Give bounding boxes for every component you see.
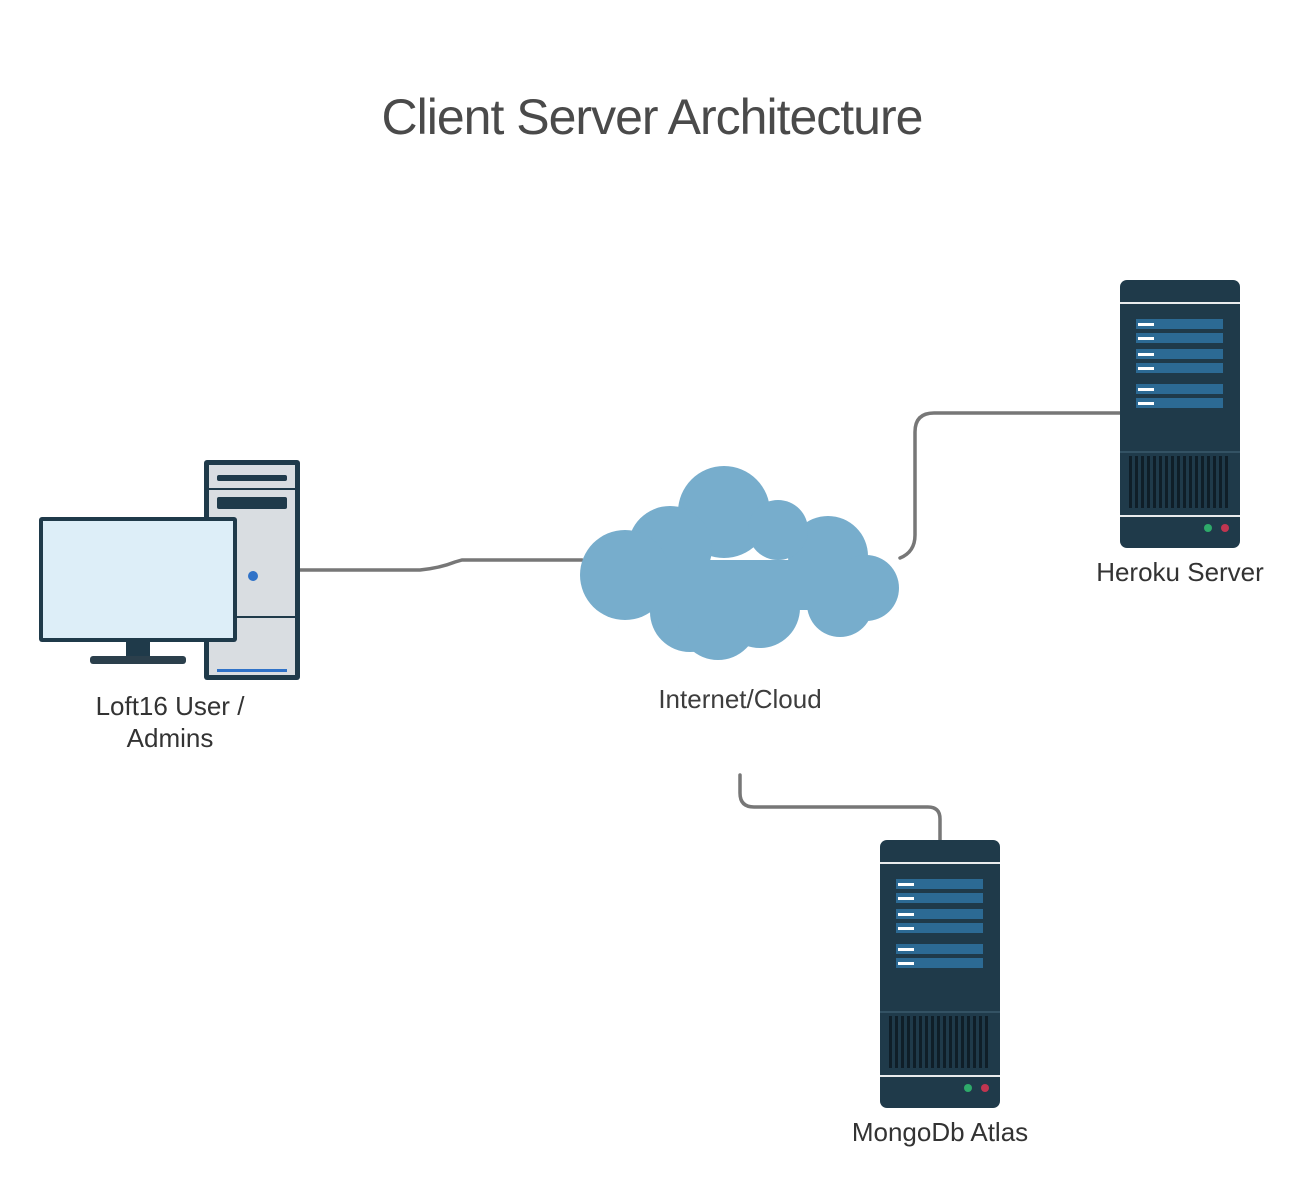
cloud-icon [580,466,899,660]
diagram-title: Client Server Architecture [381,89,924,145]
connector-cloud-heroku [898,411,1124,560]
client-computer-icon [39,460,300,680]
cloud-label: Internet/Cloud [658,684,822,714]
connector-client-cloud [298,558,584,572]
heroku-server-icon [1120,280,1240,548]
mongo-server-label: MongoDb Atlas [851,1117,1029,1147]
mongo-server-icon [880,840,1000,1108]
heroku-server-label: Heroku Server [1096,557,1264,587]
connector-cloud-mongo [738,773,942,844]
client-label-line2: Admins [126,723,214,753]
client-label-line1: Loft16 User / [95,691,245,721]
client-label: Loft16 User / Admins [70,690,270,754]
